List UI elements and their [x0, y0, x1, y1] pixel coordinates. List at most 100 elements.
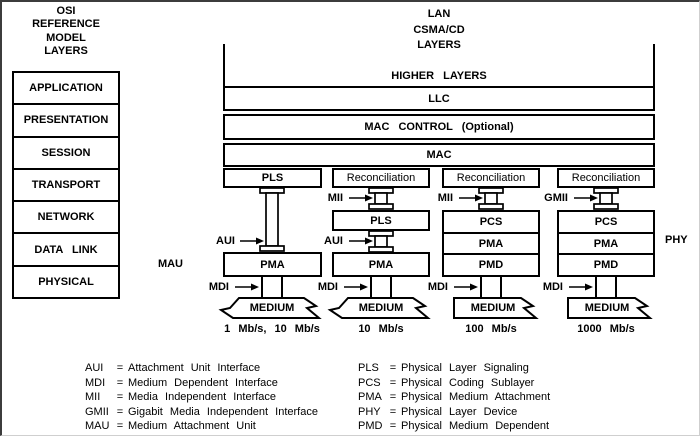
legend-row-mdi: MDI = Medium Dependent Interface: [85, 376, 318, 391]
col3-mdi-stub: [480, 276, 502, 299]
col2-speed-label: 10 Mb/s: [358, 323, 404, 335]
lan-title-line: LAN: [427, 8, 451, 20]
col3-pmd-box: PMD: [478, 259, 504, 272]
col2-pls-box: PLS: [332, 210, 430, 231]
legend-abbr: MII: [85, 391, 101, 404]
legend-equals: =: [116, 420, 124, 433]
col2-mii-label: MII: [327, 192, 343, 204]
legend-abbr: PHY: [358, 405, 381, 418]
col2-mdi-arrowhead: [360, 283, 368, 291]
osi-layer-physical: PHYSICAL: [38, 275, 94, 288]
mac-control-box: MAC CONTROL (Optional): [223, 114, 655, 140]
col1-mdi-label: MDI: [208, 281, 229, 293]
col4-medium-label: MEDIUM: [584, 302, 630, 314]
col1-pma-box: PMA: [223, 252, 322, 277]
legend-row-phy: PHY = Physical Layer Device: [358, 405, 550, 420]
col3-phy-stack: PCS PMA PMD: [442, 210, 540, 277]
col3-medium-label: MEDIUM: [470, 302, 516, 314]
legend-row-pcs: PCS = Physical Coding Sublayer: [358, 376, 550, 391]
col1-speed-label: 1 Mb/s, 10 Mb/s: [224, 323, 320, 335]
col1-mdi-arrowhead: [251, 283, 259, 291]
col4-pcs-box: PCS: [559, 212, 653, 234]
col2-mii-arrowhead: [365, 194, 373, 202]
col3-pma-box: PMA: [444, 234, 538, 256]
legend-def: Physical Layer Signaling: [401, 362, 529, 374]
llc-box: LLC: [223, 86, 655, 111]
mac-box: MAC: [223, 143, 655, 167]
osi-layer-data-link: DATA LINK: [14, 234, 118, 267]
col1-medium-label: MEDIUM: [249, 302, 295, 314]
legend-abbr: AUI: [85, 362, 104, 374]
legend-abbr: GMII: [85, 405, 109, 418]
osi-title-line: LAYERS: [44, 45, 88, 58]
legend-equals: =: [116, 376, 124, 389]
col4-gmii-connector: [593, 187, 619, 210]
osi-layer-session: SESSION: [14, 138, 118, 170]
legend-def: Media Independent Interface: [128, 391, 277, 404]
col3-mii-connector: [478, 187, 504, 210]
legend-equals: =: [116, 362, 124, 374]
legend-right-column: PLS = Physical Layer Signaling PCS = Physica…: [358, 361, 550, 434]
osi-title-line: REFERENCE: [32, 18, 100, 31]
legend-def: Physical Medium Dependent: [401, 420, 550, 433]
legend-abbr: PCS: [358, 376, 381, 389]
legend-equals: =: [389, 376, 397, 389]
phy-label: PHY: [665, 234, 688, 246]
osi-layer-application: APPLICATION: [14, 73, 118, 106]
col4-gmii-label: GMII: [544, 192, 568, 204]
col2-aui-label: AUI: [324, 235, 343, 247]
col2-pma-box: PMA: [332, 252, 430, 277]
col3-pcs-box: PCS: [444, 212, 538, 234]
legend-abbr: MAU: [85, 420, 110, 433]
legend-def: Gigabit Media Independent Interface: [128, 405, 318, 418]
col2-aui-connector: [368, 230, 394, 253]
osi-title-line: MODEL: [46, 31, 86, 44]
col2-mii-connector: [368, 187, 394, 210]
legend-abbr: PMA: [358, 391, 382, 404]
legend-equals: =: [389, 391, 397, 404]
legend-def: Attachment Unit Interface: [128, 362, 261, 374]
legend-left-column: AUI = Attachment Unit Interface MDI = Medium…: [85, 361, 318, 434]
higher-layers-region: HIGHER LAYERS: [223, 44, 655, 86]
col4-mdi-label: MDI: [542, 281, 563, 293]
col4-speed-label: 1000 Mb/s: [577, 323, 635, 335]
col4-pmd-box: PMD: [593, 259, 619, 272]
osi-layer-presentation: PRESENTATION: [14, 105, 118, 138]
legend-row-gmii: GMII=Gigabit Media Independent Interface: [85, 405, 318, 420]
legend-def: Physical Medium Attachment: [401, 391, 551, 404]
col1-aui-connector: [259, 187, 285, 252]
col3-mii-label: MII: [437, 192, 453, 204]
osi-title-line: OSI: [56, 5, 76, 17]
lan-title-line: LAYERS: [417, 39, 461, 51]
col4-pma-box: PMA: [559, 234, 653, 256]
col3-mdi-arrowhead: [470, 283, 478, 291]
mau-label: MAU: [157, 258, 183, 270]
osi-layer-transport: TRANSPORT: [14, 170, 118, 203]
lan-title: LAN CSMA/CD LAYERS: [339, 7, 539, 54]
legend-def: Medium Attachment Unit: [128, 420, 256, 433]
col1-aui-arrowhead: [256, 237, 264, 245]
col2-reconciliation-box: Reconciliation: [332, 168, 430, 188]
legend-equals: =: [389, 405, 397, 418]
col3-reconciliation-box: Reconciliation: [442, 168, 540, 188]
legend-abbr: MDI: [85, 376, 106, 389]
col4-reconciliation-box: Reconciliation: [557, 168, 655, 188]
legend-row-pma: PMA = Physical Medium Attachment: [358, 390, 550, 405]
legend-def: Physical Coding Sublayer: [401, 376, 535, 389]
legend-equals: =: [389, 420, 397, 433]
legend-def: Physical Layer Device: [401, 405, 518, 418]
legend-row-mii: MII=Media Independent Interface: [85, 390, 318, 405]
col3-speed-label: 100 Mb/s: [465, 323, 517, 335]
osi-title: OSI REFERENCE MODEL LAYERS: [10, 5, 122, 59]
col3-mii-arrowhead: [475, 194, 483, 202]
legend-def: Medium Dependent Interface: [128, 376, 278, 389]
col4-gmii-arrowhead: [590, 194, 598, 202]
col4-mdi-arrowhead: [585, 283, 593, 291]
col4-phy-stack: PCS PMA PMD: [557, 210, 655, 277]
osi-layer-network: NETWORK: [14, 202, 118, 235]
legend-equals: =: [389, 362, 397, 374]
legend-row-mau: MAU = Medium Attachment Unit: [85, 419, 318, 434]
legend-row-pmd: PMD=Physical Medium Dependent: [358, 419, 550, 434]
legend-abbr: PLS: [358, 362, 379, 374]
